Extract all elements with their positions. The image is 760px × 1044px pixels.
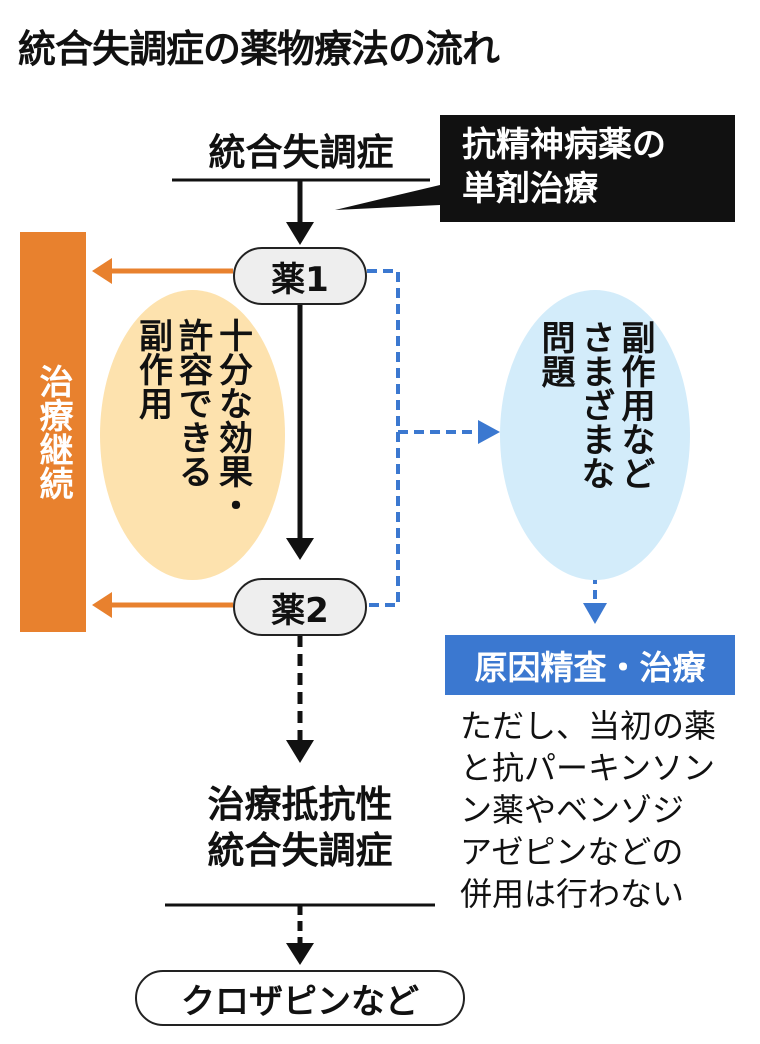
note-line: ただし、当初の薬 xyxy=(460,707,717,745)
orange-arrow-2 xyxy=(92,592,112,618)
drug2-pill: 薬2 xyxy=(233,578,367,636)
good-col2: 許容できる xyxy=(172,318,213,488)
problem-ellipse: 副作用など さまざまな 問題 xyxy=(500,290,690,580)
orange-arrow-1 xyxy=(92,258,112,284)
resistant-line2: 統合失調症 xyxy=(207,829,393,872)
good-col1: 十分な効果・ xyxy=(212,318,253,522)
good-effect-ellipse: 十分な効果・ 許容できる 副作用 xyxy=(100,290,285,580)
arrow-to-drug1 xyxy=(286,222,314,245)
good-col3: 副作用 xyxy=(132,318,173,420)
drug1-pill: 薬1 xyxy=(233,247,367,305)
callout-line2: 単剤治療 xyxy=(462,169,598,209)
arrow-to-drug2 xyxy=(286,538,314,560)
blue-dashed-branch xyxy=(367,269,480,607)
start-label: 統合失調症 xyxy=(208,131,394,174)
callout-line1: 抗精神病薬の xyxy=(462,125,666,165)
blue-arrow-down xyxy=(583,603,607,624)
resistant-label: 治療抵抗性 統合失調症 xyxy=(165,782,435,874)
problem-col3: 問題 xyxy=(535,320,575,388)
problem-col1: 副作用など xyxy=(615,320,655,490)
continue-bar: 治療継続 xyxy=(20,232,86,632)
callout-box: 抗精神病薬の 単剤治療 xyxy=(440,115,735,222)
cause-box: 原因精査・治療 xyxy=(445,635,735,695)
continue-label: 治療継続 xyxy=(33,364,73,500)
note-line: と抗パーキンソン xyxy=(460,749,716,787)
note-line: 併用は行わない xyxy=(460,875,685,913)
clozapine-pill: クロザピンなど xyxy=(135,970,465,1026)
callout-pointer xyxy=(335,185,440,210)
problem-col2: さまざまな xyxy=(575,320,615,490)
resistant-line1: 治療抵抗性 xyxy=(207,783,393,826)
arrow-to-clozapine xyxy=(286,943,314,965)
arrow-to-resistant xyxy=(286,740,314,763)
note-text: ただし、当初の薬 と抗パーキンソン ン薬やベンゾジ アゼピンなどの 併用は行わな… xyxy=(460,705,716,915)
page-title: 統合失調症の薬物療法の流れ xyxy=(18,27,500,71)
note-line: アゼピンなどの xyxy=(460,833,684,871)
note-line: ン薬やベンゾジ xyxy=(460,791,685,829)
